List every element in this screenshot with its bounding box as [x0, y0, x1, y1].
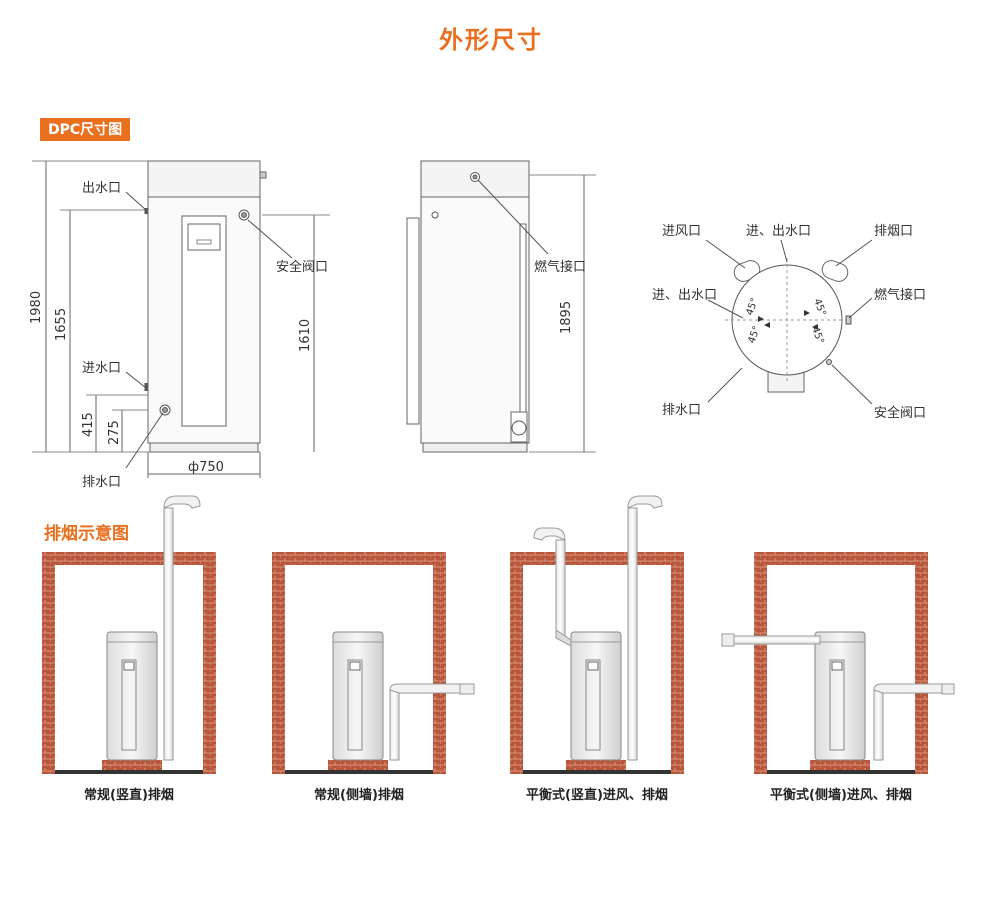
- scheme-2-diagram: [272, 552, 475, 774]
- label-gas-inlet: 燃气接口: [534, 259, 586, 275]
- label-inlet: 进水口: [82, 361, 121, 376]
- dim-415: 415: [81, 412, 96, 437]
- front-labels: 出水口 进水口 排水口 安全阀口 ф750 1980 1655 415 275 …: [29, 181, 328, 490]
- side-view: [406, 160, 596, 453]
- top-view: [705, 239, 873, 405]
- label-drain-front: 排水口: [82, 475, 121, 490]
- flue-section-title: 排烟示意图: [44, 524, 129, 544]
- front-view: [32, 160, 330, 478]
- label-outlet: 出水口: [82, 181, 121, 196]
- top-labels: 进风口 进、出水口 排烟口 进、出水口 燃气接口 排水口 安全阀口: [652, 224, 926, 421]
- scheme-4-diagram: [721, 552, 955, 774]
- label-gas-top: 燃气接口: [874, 287, 926, 303]
- scheme-1-diagram: [42, 495, 216, 774]
- scheme-label-2: 常规(侧墙)排烟: [314, 788, 404, 803]
- label-diameter: ф750: [188, 460, 224, 475]
- scheme-label-3: 平衡式(竖直)进风、排烟: [526, 788, 668, 803]
- scheme-label-4: 平衡式(侧墙)进风、排烟: [770, 788, 912, 803]
- scheme-label-1: 常规(竖直)排烟: [84, 788, 174, 803]
- angle-marks: [758, 310, 818, 330]
- dim-1895: 1895: [559, 301, 574, 334]
- label-flue: 排烟口: [874, 224, 913, 239]
- label-air-inlet: 进风口: [662, 224, 701, 239]
- side-labels: 燃气接口 1895: [534, 259, 586, 334]
- dpc-tag: DPC尺寸图: [40, 118, 131, 141]
- dim-1610: 1610: [298, 319, 313, 352]
- dim-275: 275: [107, 420, 122, 445]
- dim-1980: 1980: [29, 291, 44, 324]
- label-safety-top: 安全阀口: [874, 405, 926, 421]
- dim-1655: 1655: [54, 308, 69, 341]
- label-drain-top: 排水口: [662, 403, 701, 418]
- scheme-3-diagram: [510, 495, 684, 774]
- label-safety-valve: 安全阀口: [276, 259, 328, 275]
- label-inout-top: 进、出水口: [746, 224, 811, 239]
- page-title: 外形尺寸: [439, 26, 543, 54]
- label-inout-left: 进、出水口: [652, 288, 717, 303]
